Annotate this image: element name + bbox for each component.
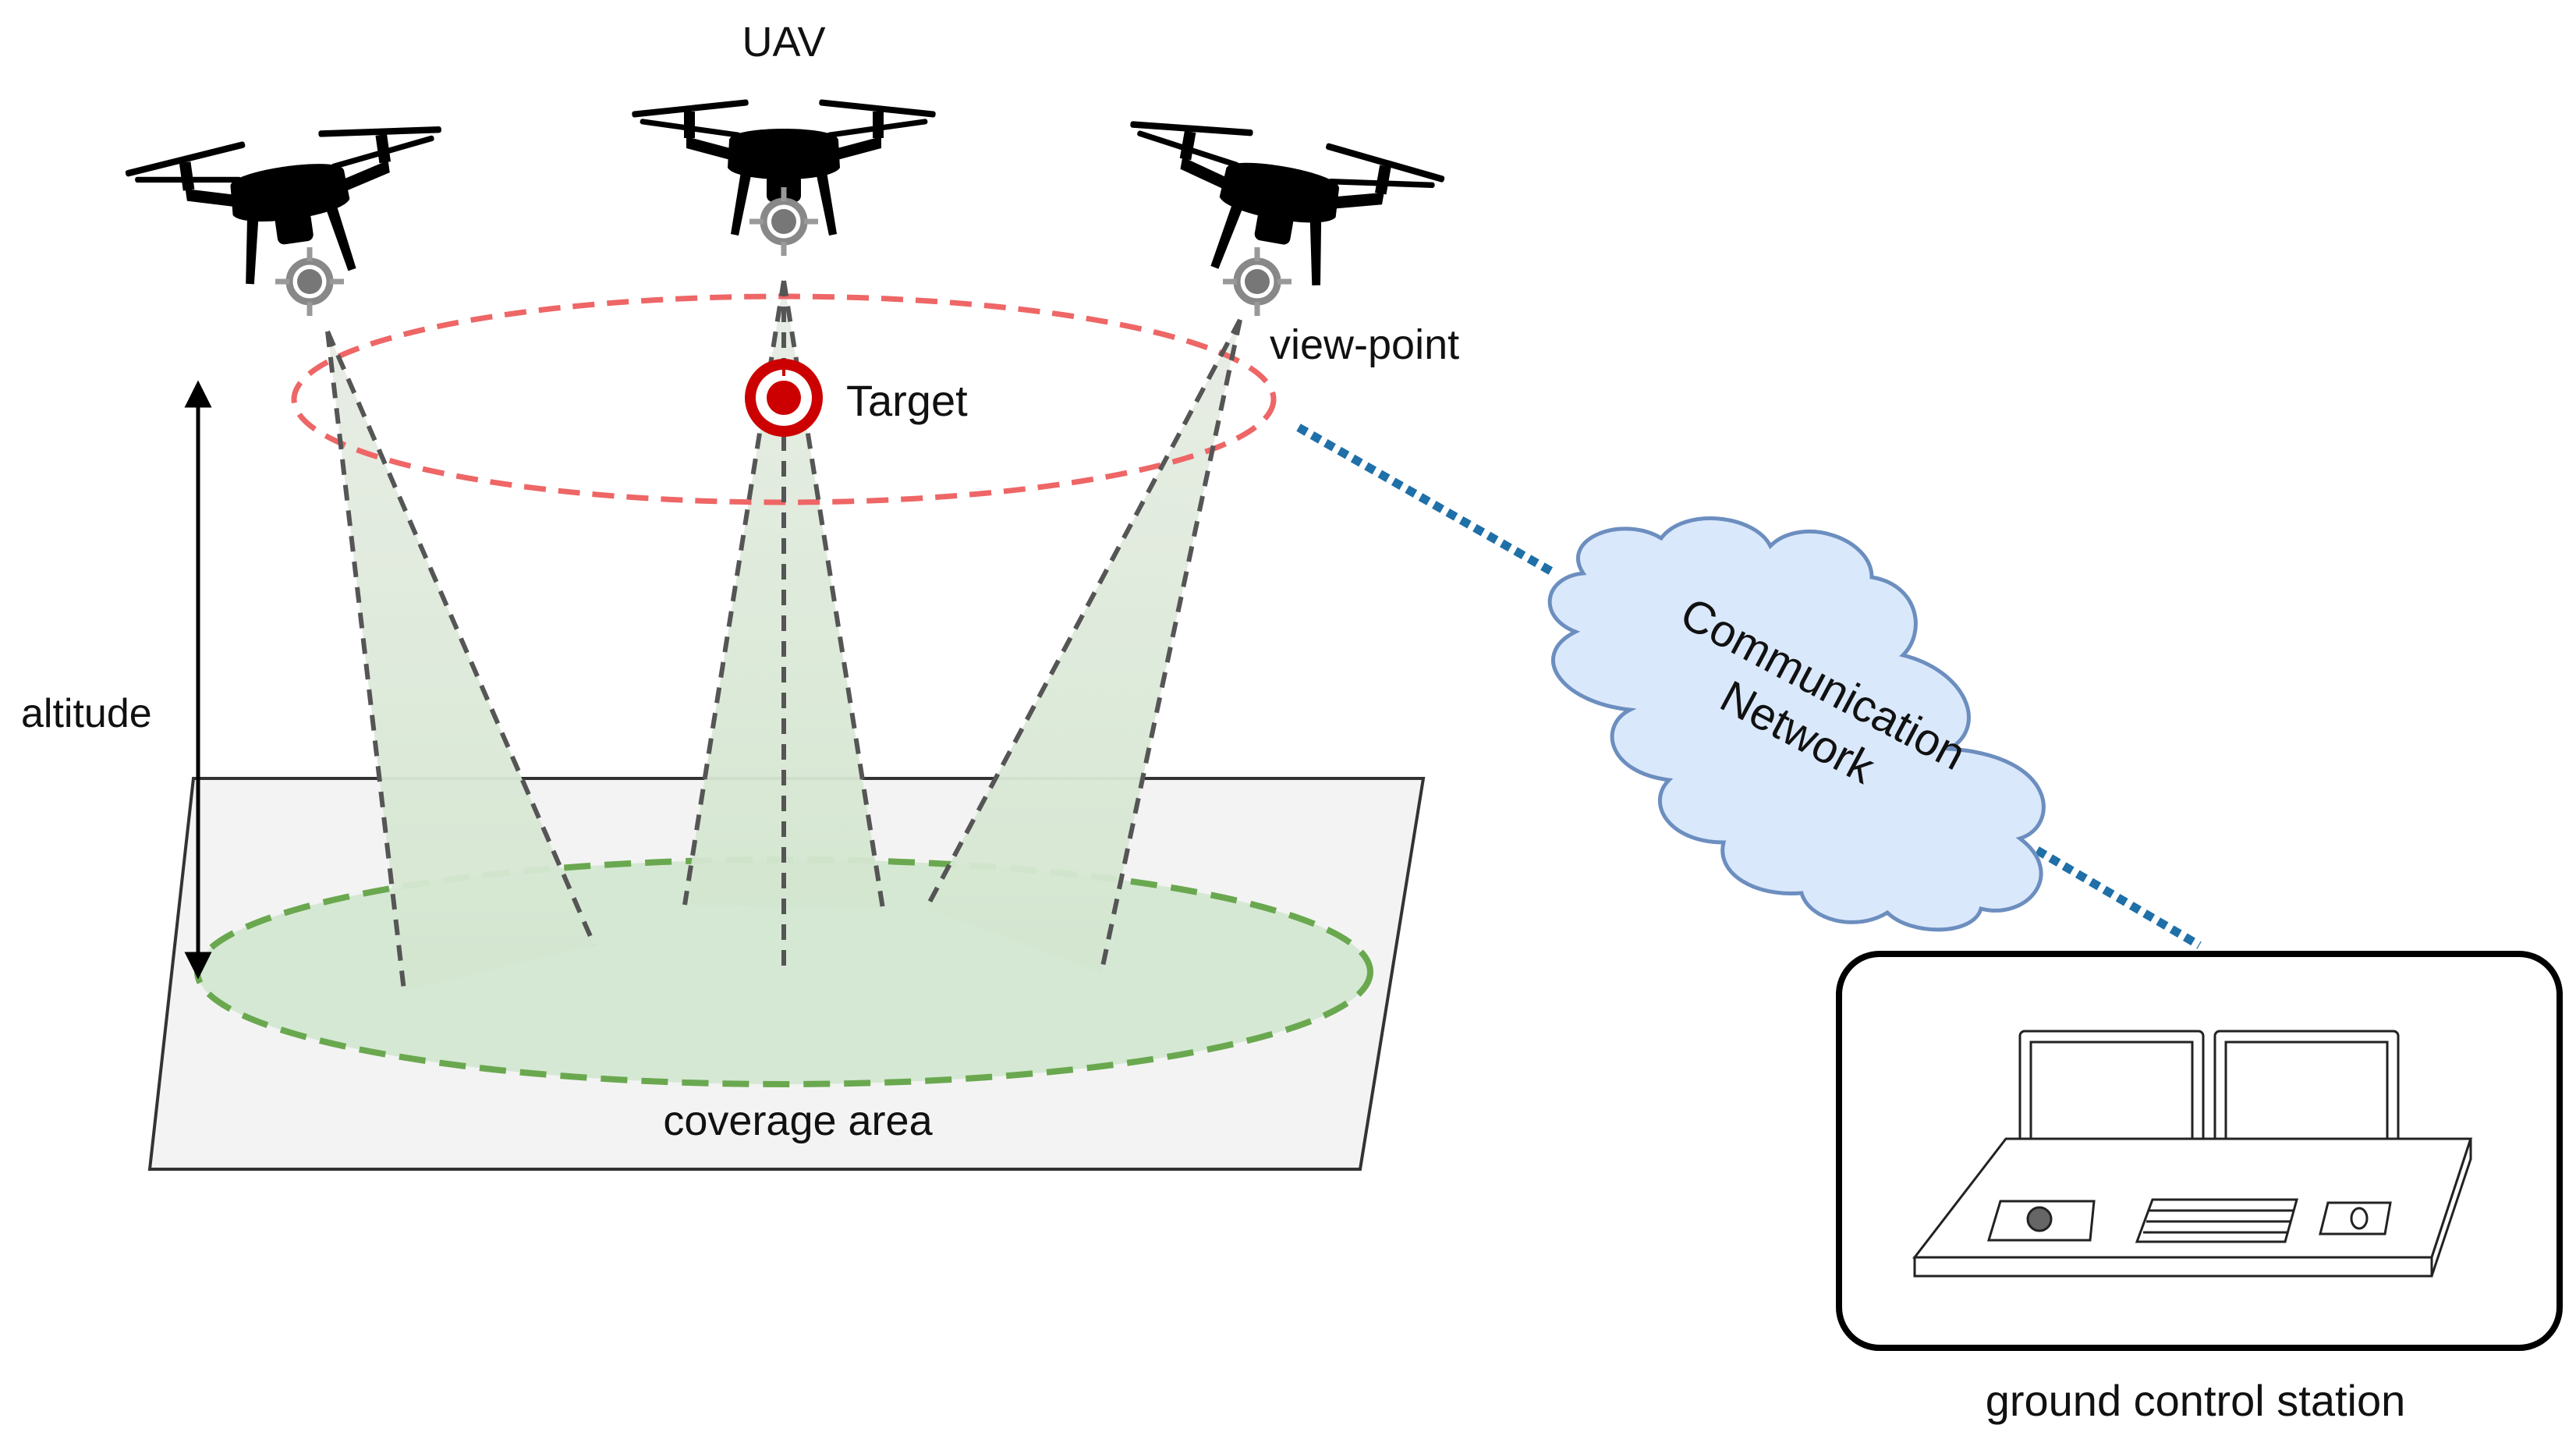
camera-viewpoint-icon <box>1223 247 1292 316</box>
ground-station-label: ground control station <box>1986 1376 2406 1425</box>
left-camera-beam <box>328 331 594 991</box>
network-link-station <box>2035 846 2202 949</box>
cloud-icon <box>1547 516 2046 932</box>
network-link-uav <box>1296 424 1554 576</box>
workstation-icon <box>1912 1030 2473 1278</box>
right-camera-beam <box>927 320 1240 973</box>
camera-viewpoint-icon <box>749 187 818 256</box>
target-label: Target <box>846 376 968 425</box>
uav-label: UAV <box>742 19 825 66</box>
target-icon <box>745 359 823 437</box>
view-point-label: view-point <box>1270 321 1459 368</box>
coverage-area-label: coverage area <box>663 1097 933 1144</box>
altitude-label: altitude <box>21 691 152 736</box>
camera-viewpoint-icon <box>275 247 344 316</box>
